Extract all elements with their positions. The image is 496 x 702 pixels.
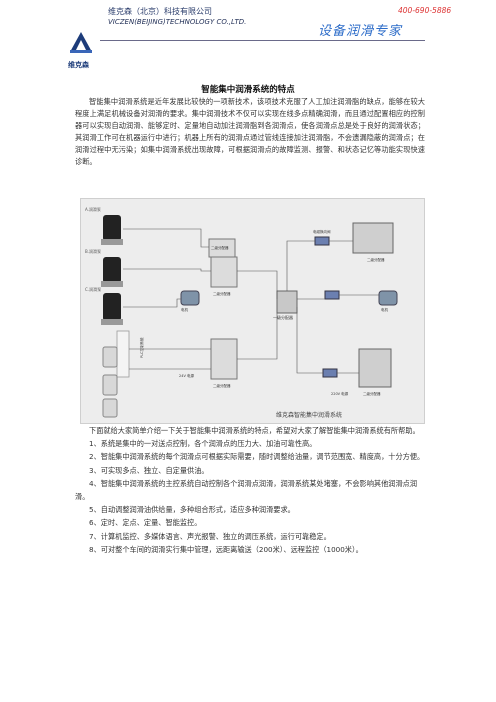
diagram-caption: 维克森智能集中润滑系统 [276, 412, 343, 419]
feature-item: 7、计算机监控、多媒体语言、声光报警、独立的调压系统，运行可靠稳定。 [89, 531, 331, 541]
lead-paragraph: 下面就给大家简单介绍一下关于智能集中润滑系统的特点，希望对大家了解智能集中润滑系… [89, 426, 420, 435]
motor-left-icon [180, 290, 200, 306]
diagram-drawing: A.润滑泵 B.润滑泵 C.润滑泵 PLC控制系统 一级分配器 二级分配器 二级… [85, 206, 398, 418]
page-header: 维克森 维克森（北京）科技有限公司 VICZEN(BEIJING)TECHNOL… [0, 0, 496, 70]
feature-item: 1、系统是集中的一对送点控制，各个润滑点的压力大、加油可靠性高。 [89, 439, 317, 449]
hub-label: 一级分配器 [273, 314, 293, 320]
page-title: 智能集中润滑系统的特点 [201, 85, 295, 95]
feature-item: 4、智能集中润滑系统的主控系统自动控制各个润滑点润滑，润滑系统某处堵塞，不会影响… [75, 478, 418, 502]
feature-item: 3、可实现多点、独立、自定量供油。 [89, 465, 209, 475]
intro-paragraph: 智能集中润滑系统是近年发展比较快的一项新技术，该项技术克服了人工加注润滑脂的缺点… [75, 97, 425, 166]
valve-mid-icon [324, 290, 340, 300]
motor-right-icon [378, 290, 398, 306]
motor-left-label: 电机 [181, 307, 188, 312]
feature-item: 5、自动调整润滑油供给量，多种组合形式，适应多种润滑要求。 [89, 505, 295, 515]
phone-number: 400-690-5886 [398, 6, 452, 15]
motor-right-label: 电机 [381, 307, 389, 312]
company-name-cn: 维克森（北京）科技有限公司 [108, 7, 212, 16]
pump-3-icon [101, 293, 123, 325]
company-logo-icon [70, 32, 92, 53]
distributor-top-right-icon [352, 222, 394, 254]
valve-bottom-icon [322, 368, 338, 378]
distributor-bottom-left-label: 二级分配器 [213, 383, 231, 388]
valve-top-icon [314, 236, 330, 246]
logo-text: 维克森 [68, 61, 89, 69]
pump-1-icon [101, 215, 123, 245]
pipes [123, 228, 379, 374]
power-220v-label: 220V 电源 [331, 391, 349, 396]
hub-distributor-icon [276, 290, 298, 314]
distributor-top-label: 二级分配器 [211, 245, 229, 250]
feature-item: 6、定时、定点、定量、智能监控。 [89, 518, 202, 528]
pump-2-label: B.润滑泵 [85, 248, 101, 254]
company-name-en: VICZEN(BEIJING)TECHNOLOGY CO.,LTD. [108, 18, 247, 26]
distributor-top-right-label: 二级分配器 [367, 257, 385, 262]
pump-1-label: A.润滑泵 [85, 206, 101, 212]
distributor-mid-left-icon [210, 256, 238, 288]
distributor-mid-left-label: 二级分配器 [213, 291, 231, 296]
plc-controller-icon [116, 330, 130, 378]
pump-5-icon [102, 374, 118, 396]
header-divider [100, 40, 425, 41]
distributor-bottom-left-icon [210, 338, 238, 380]
body-text: 下面就给大家简单介绍一下关于智能集中润滑系统的特点，希望对大家了解智能集中润滑系… [75, 424, 425, 556]
feature-item: 2、智能集中润滑系统的每个润滑点可根据实际需要，随时调整给油量，调节范围宽、精度… [89, 452, 425, 462]
plc-controller-label: PLC控制系统 [139, 337, 144, 358]
distributor-bottom-right-icon [358, 348, 392, 388]
pump-2-icon [101, 257, 123, 287]
pump-6-icon [102, 398, 118, 418]
system-diagram: A.润滑泵 B.润滑泵 C.润滑泵 PLC控制系统 一级分配器 二级分配器 二级… [80, 198, 425, 424]
slogan: 设备润滑专家 [318, 24, 403, 39]
pump-4-icon [102, 346, 118, 368]
distributor-bottom-right-label: 二级分配器 [363, 391, 381, 396]
pump-3-label: C.润滑泵 [85, 286, 101, 292]
valve-label: 电磁换向阀 [313, 229, 331, 234]
feature-item: 8、可对整个车间的润滑实行集中管理，远距离输送（200米）、远程监控（1000米… [89, 544, 363, 554]
power-24v-label: 24V 电源 [179, 373, 194, 378]
